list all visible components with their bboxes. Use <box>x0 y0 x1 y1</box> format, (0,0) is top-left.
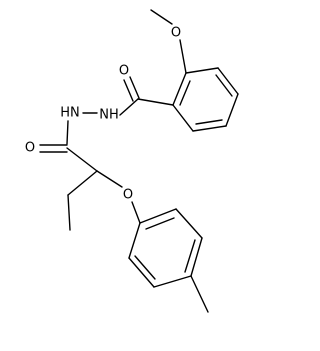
bond-ch-to-ch2 <box>67 170 98 196</box>
bond-ring1-f <box>172 72 187 106</box>
bond-ring1-f-inner <box>179 80 191 106</box>
bond-ring-to-carbonyl-upper <box>137 98 174 106</box>
bond-ring2-c <box>190 237 203 277</box>
bond-ring1-b <box>217 67 239 95</box>
bond-carbonyl-upper-double-a <box>129 76 140 99</box>
bond-carbonyl-upper-double-b <box>123 79 134 102</box>
atom-label-methoxy-oxygen: O <box>171 26 181 41</box>
bond-ring2-e-inner <box>134 255 156 280</box>
bond-ring1-b-inner <box>215 74 233 97</box>
bond-ring1-d <box>192 125 227 132</box>
bond-methoxy-methyl <box>150 9 173 25</box>
bond-ring2-f <box>128 222 141 259</box>
bond-ring2-e <box>128 257 155 288</box>
bond-ch-to-phenoxy-o <box>96 170 123 188</box>
molecule-structure: O O NH HN O O <box>25 9 239 313</box>
atom-label-hn-left: HN <box>60 106 80 121</box>
bond-ring1-d-inner <box>195 119 223 125</box>
bond-ring2-d <box>153 275 192 288</box>
atom-label-phenoxy-oxygen: O <box>123 188 133 203</box>
bond-carbonyl-to-nh <box>119 98 139 116</box>
bond-ring1-a <box>185 67 219 74</box>
bond-ring2-a <box>139 208 177 224</box>
bond-ch2-to-ch3 <box>67 194 71 231</box>
bond-ring1-e <box>172 104 194 132</box>
atom-label-nh-right: NH <box>99 108 119 123</box>
bond-ring1-c <box>225 93 239 127</box>
bond-carbonyl-to-ch <box>66 147 98 172</box>
bond-methoxy-oxygen-ring <box>179 39 187 74</box>
bond-hn-to-carbonyl-lower <box>66 120 69 145</box>
atom-label-carbonyl-oxygen-lower: O <box>25 141 35 156</box>
bond-ring2-a-inner <box>145 217 175 230</box>
bond-ring2-to-methyl <box>190 275 209 313</box>
atom-label-carbonyl-oxygen-upper: O <box>119 64 129 79</box>
bond-ring2-c-inner <box>184 239 196 273</box>
bond-phenoxy-o-to-ring <box>131 201 141 224</box>
bond-ring2-b <box>175 208 203 239</box>
